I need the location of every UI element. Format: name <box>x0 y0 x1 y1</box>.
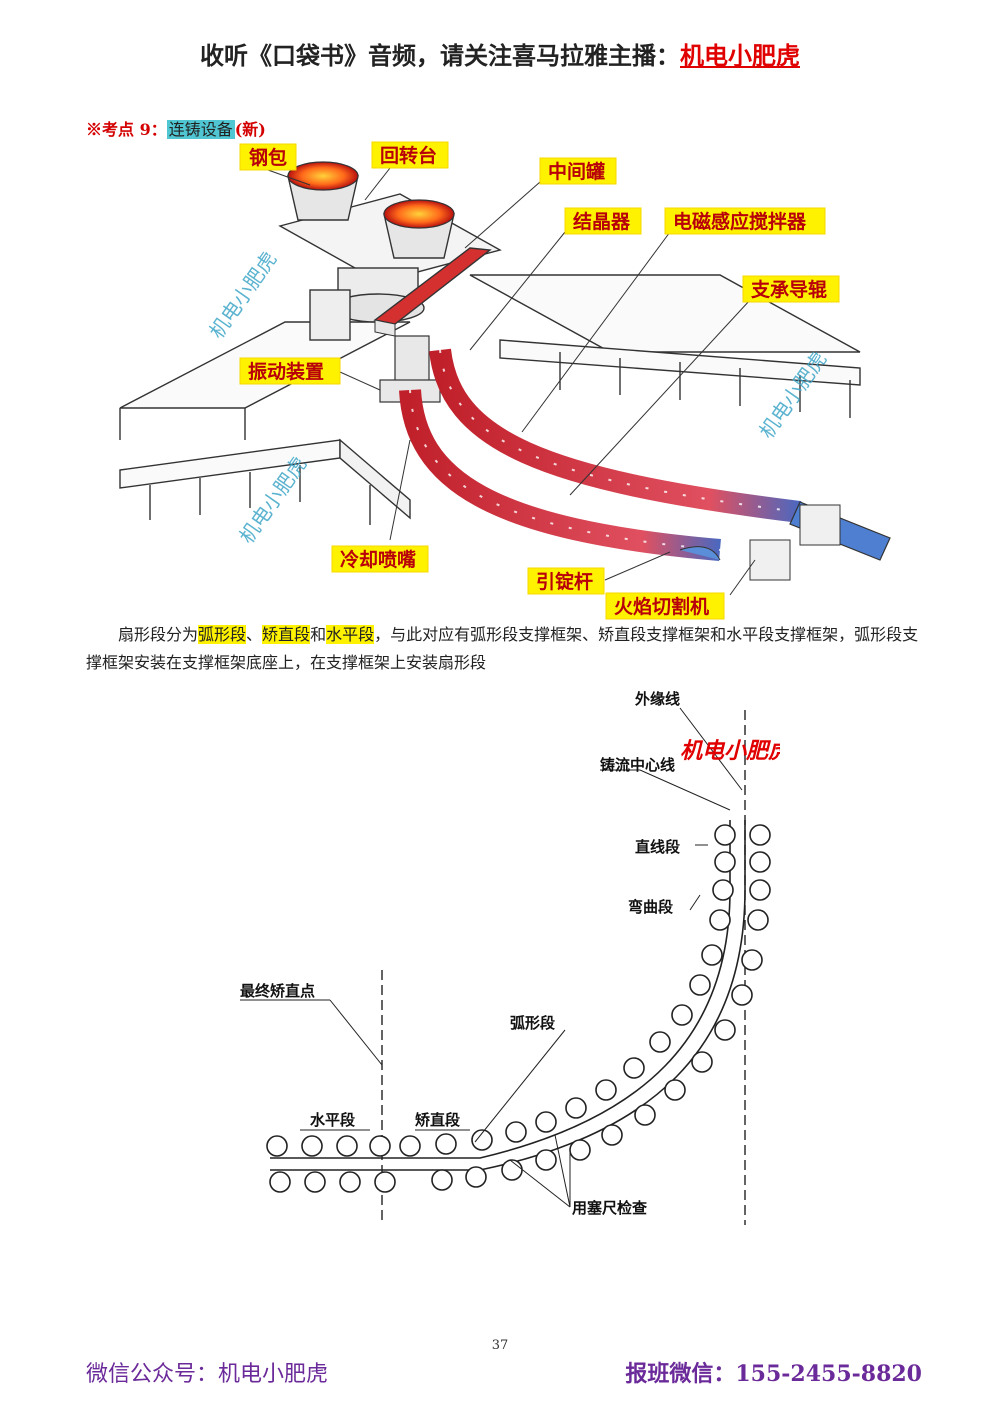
keypoint-tag: (新) <box>234 120 266 139</box>
ladle-1 <box>287 161 359 221</box>
label-center-line: 铸流中心线 <box>600 756 675 774</box>
highlight-straightening-section: 矫直段 <box>262 625 311 644</box>
keypoint-topic: 连铸设备 <box>166 120 235 139</box>
strand-upper <box>429 348 802 523</box>
footer-wechat-account: 微信公众号：机电小肥虎 <box>86 1362 329 1387</box>
strand-path <box>270 820 746 1171</box>
label-arc: 弧形段 <box>510 1014 555 1032</box>
label-support-roll: 支承导辊 <box>742 275 840 303</box>
label-final-point: 最终矫直点 <box>240 982 315 1000</box>
label-stirrer: 电磁感应搅拌器 <box>664 207 826 235</box>
para-text-1: 扇形段分为 <box>118 625 199 644</box>
para-text-4: ，与此对应有弧形段支撑框架、矫直段支撑框架和水平段支撑框架，弧形段支撑框架安装在… <box>86 625 919 672</box>
label-turret: 回转台 <box>371 141 449 169</box>
footer-contact: 报班微信：155-2455-8820 <box>625 1361 922 1387</box>
label-straight: 直线段 <box>635 838 680 856</box>
header-text: 收听《口袋书》音频，请关注喜马拉雅主播： <box>200 41 680 70</box>
label-tundish: 中间罐 <box>539 157 617 185</box>
page-header: 收听《口袋书》音频，请关注喜马拉雅主播：机电小肥虎 <box>0 36 1000 71</box>
svg-text:结晶器: 结晶器 <box>573 210 631 233</box>
diagram-watermark: 机电小肥虎 <box>680 739 780 764</box>
diagram-leaders <box>240 707 743 1208</box>
keypoint-prefix: ※考点 9： <box>86 120 167 139</box>
body-paragraph: 扇形段分为弧形段、矫直段和水平段，与此对应有弧形段支撑框架、矫直段支撑框架和水平… <box>86 621 926 677</box>
platform-right <box>469 274 861 418</box>
svg-text:支承导辊: 支承导辊 <box>750 278 827 301</box>
highlight-arc-section: 弧形段 <box>198 625 247 644</box>
svg-text:火焰切割机: 火焰切割机 <box>614 595 709 618</box>
svg-text:冷却喷嘴: 冷却喷嘴 <box>340 548 416 571</box>
svg-text:引锭杆: 引锭杆 <box>536 570 593 593</box>
watermark-1: 机电小肥虎 <box>204 247 281 343</box>
rolls <box>266 824 771 1193</box>
casting-equipment-figure: 钢包 回转台 中间罐 结晶器 电磁感应搅拌器 支承导辊 振动装置 冷却喷嘴 引锭… <box>119 141 891 620</box>
label-spray: 冷却喷嘴 <box>331 545 429 573</box>
svg-text:回转台: 回转台 <box>380 144 437 167</box>
strand-lower <box>399 389 721 561</box>
label-gauge: 用塞尺检查 <box>572 1199 648 1217</box>
svg-text:中间罐: 中间罐 <box>548 160 605 183</box>
label-horizontal: 水平段 <box>310 1111 355 1129</box>
svg-text:振动装置: 振动装置 <box>248 360 324 383</box>
header-host-link[interactable]: 机电小肥虎 <box>680 41 800 70</box>
label-bending: 弯曲段 <box>628 898 673 916</box>
svg-text:电磁感应搅拌器: 电磁感应搅拌器 <box>673 210 807 233</box>
label-mold: 结晶器 <box>564 207 642 235</box>
label-ladle: 钢包 <box>239 143 297 171</box>
highlight-horizontal-section: 水平段 <box>326 625 375 644</box>
label-torch-cutter: 火焰切割机 <box>605 592 725 620</box>
label-straightening: 矫直段 <box>415 1111 460 1129</box>
output-slab <box>679 501 891 581</box>
strand-segment-diagram: 外缘线 铸流中心线 直线段 弯曲段 弧形段 最终矫直点 水平段 矫直段 用塞尺检… <box>240 690 780 1225</box>
para-text-2: 、 <box>246 625 263 644</box>
label-dummy-bar: 引锭杆 <box>527 567 605 595</box>
keypoint-heading: ※考点 9：连铸设备(新) <box>86 116 266 140</box>
leader-lines <box>267 167 756 596</box>
page-number: 37 <box>491 1338 509 1353</box>
ladle-2 <box>383 199 455 259</box>
para-text-3: 和 <box>310 625 327 644</box>
label-outer-edge: 外缘线 <box>634 690 680 708</box>
svg-text:钢包: 钢包 <box>249 146 287 169</box>
label-oscillator: 振动装置 <box>239 357 341 385</box>
